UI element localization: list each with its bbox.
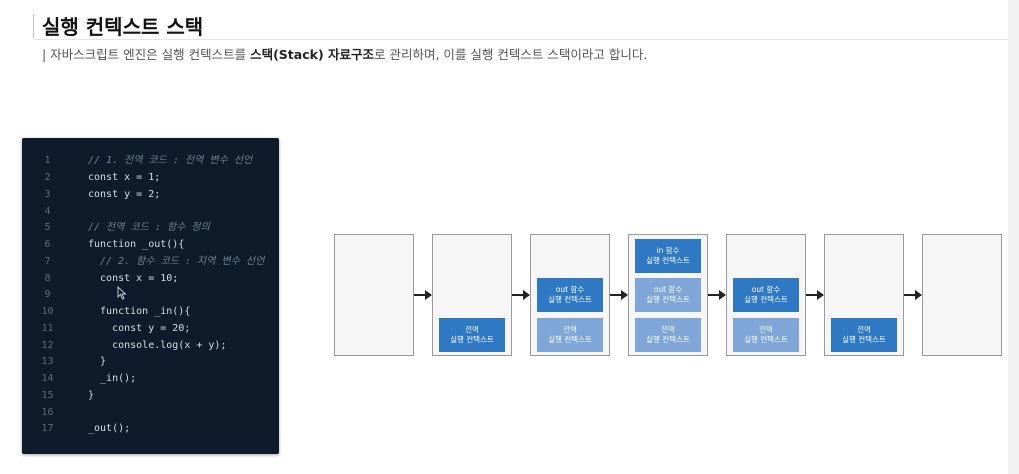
code-line: 10 function _in(){ — [22, 304, 279, 320]
subtitle-pre: | 자바스크립트 엔진은 실행 컨텍스트를 — [42, 47, 251, 62]
context-line: 실행 컨텍스트 — [646, 295, 690, 304]
code-text: console.log(x + y); — [88, 340, 227, 351]
page-subtitle: | 자바스크립트 엔진은 실행 컨텍스트를 스택(Stack) 자료구조로 관리… — [42, 44, 647, 63]
context-line: 실행 컨텍스트 — [646, 335, 690, 344]
code-text: // 전역 코드 : 함수 정의 — [88, 222, 210, 233]
code-text: // 1. 전역 코드 : 전역 변수 선언 — [88, 155, 253, 166]
code-line: 2 const x = 1; — [22, 170, 279, 186]
code-line: 4 — [22, 204, 279, 220]
code-text: const y = 2; — [88, 189, 161, 200]
context-line: 전역 — [563, 325, 577, 334]
context-line: 실행 컨텍스트 — [744, 335, 788, 344]
line-number: 3 — [44, 189, 51, 200]
context-line: out 함수 — [653, 285, 683, 294]
code-line: 6 function _out(){ — [22, 237, 279, 253]
arrow-right-icon — [904, 290, 922, 300]
code-line: 16 — [22, 405, 279, 421]
code-line: 5 // 전역 코드 : 함수 정의 — [22, 220, 279, 236]
code-text: // 2. 함수 코드 : 지역 변수 선언 — [88, 256, 265, 267]
context-line: 실행 컨텍스트 — [548, 295, 592, 304]
line-number: 8 — [44, 273, 51, 284]
code-line: 15} — [22, 388, 279, 404]
title-divider — [33, 39, 1008, 40]
line-number: 16 — [41, 407, 54, 418]
line-number: 10 — [41, 306, 54, 317]
context-line: out 함수 — [555, 285, 585, 294]
code-line: 7 // 2. 함수 코드 : 지역 변수 선언 — [22, 254, 279, 270]
line-number: 13 — [41, 356, 54, 367]
context-line: in 함수 — [656, 246, 680, 255]
code-line: 14 _in(); — [22, 371, 279, 387]
code-text: _in(); — [88, 373, 137, 384]
line-number: 1 — [44, 155, 51, 166]
context-line: 전역 — [759, 325, 773, 334]
line-number: 12 — [41, 340, 54, 351]
mouse-cursor-icon — [117, 286, 127, 300]
context-line: 전역 — [465, 325, 479, 334]
code-line: 12 console.log(x + y); — [22, 338, 279, 354]
code-text: const y = 20; — [88, 323, 191, 334]
arrow-right-icon — [610, 290, 628, 300]
arrow-right-icon — [806, 290, 824, 300]
arrow-right-icon — [708, 290, 726, 300]
context-line: 실행 컨텍스트 — [450, 335, 494, 344]
line-number: 5 — [44, 222, 51, 233]
line-number: 14 — [41, 373, 54, 384]
context-line: 실행 컨텍스트 — [842, 335, 886, 344]
line-number: 11 — [41, 323, 54, 334]
arrow-right-icon — [512, 290, 530, 300]
line-number: 2 — [44, 172, 51, 183]
context-line: out 함수 — [751, 285, 781, 294]
code-line: 3 const y = 2; — [22, 187, 279, 203]
subtitle-bold: 스택(Stack) 자료구조 — [250, 47, 375, 62]
code-text: } — [88, 356, 107, 367]
code-line: 9 — [22, 287, 279, 303]
code-text: function _in(){ — [88, 306, 191, 317]
context-line: 실행 컨텍스트 — [646, 256, 690, 265]
code-text: const x = 10; — [88, 273, 179, 284]
code-line: 17 _out(); — [22, 421, 279, 437]
context-line: 전역 — [661, 325, 675, 334]
subtitle-post: 로 관리하며, 이를 실행 컨텍스트 스택이라고 합니다. — [374, 47, 648, 62]
page-title: 실행 컨텍스트 스택 — [42, 15, 204, 39]
context-line: 전역 — [857, 325, 871, 334]
stack-step-7 — [922, 234, 1002, 356]
code-text: _out(); — [88, 423, 131, 434]
code-line: 8 const x = 10; — [22, 271, 279, 287]
line-number: 6 — [44, 239, 51, 250]
arrow-right-icon — [414, 290, 432, 300]
context-line: 실행 컨텍스트 — [744, 295, 788, 304]
line-number: 4 — [44, 206, 51, 217]
code-text: const x = 1; — [88, 172, 161, 183]
code-editor: 1 // 1. 전역 코드 : 전역 변수 선언 2 const x = 1; 3 c… — [22, 138, 279, 454]
code-line: 1 // 1. 전역 코드 : 전역 변수 선언 — [22, 153, 279, 169]
code-line: 13 } — [22, 354, 279, 370]
code-text: } — [88, 390, 95, 401]
stack-step-1 — [334, 234, 414, 356]
line-number: 9 — [44, 289, 51, 300]
line-number: 15 — [41, 390, 54, 401]
line-number: 17 — [41, 423, 54, 434]
line-number: 7 — [44, 256, 51, 267]
context-line: 실행 컨텍스트 — [548, 335, 592, 344]
code-text: function _out(){ — [88, 239, 185, 250]
title-rule — [33, 14, 34, 38]
code-line: 11 const y = 20; — [22, 321, 279, 337]
